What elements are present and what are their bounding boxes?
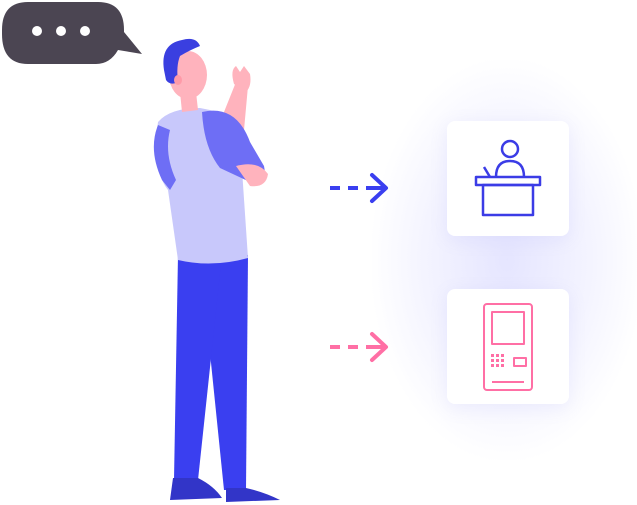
person-shoe-right — [226, 488, 280, 502]
person-shoe-left — [170, 478, 222, 500]
bubble-dot — [56, 26, 66, 36]
speech-bubble-icon — [2, 2, 142, 64]
bubble-dot — [80, 26, 90, 36]
teller-option-card[interactable] — [447, 121, 569, 236]
bank-teller-desk-icon — [474, 139, 542, 216]
atm-option-card[interactable] — [447, 289, 569, 404]
dashed-arrow-right-icon — [330, 332, 388, 362]
person-hair — [163, 38, 200, 84]
person-back-arm — [153, 125, 176, 190]
dashed-arrow-right-icon — [330, 173, 388, 203]
person-ear — [174, 75, 182, 85]
bubble-dot — [32, 26, 42, 36]
thinking-person-figure — [153, 38, 280, 502]
person-front-leg — [174, 255, 222, 480]
atm-machine-icon — [483, 302, 533, 391]
person-head — [169, 51, 207, 99]
person-hand — [232, 66, 251, 92]
person-chest-hand — [236, 164, 268, 187]
